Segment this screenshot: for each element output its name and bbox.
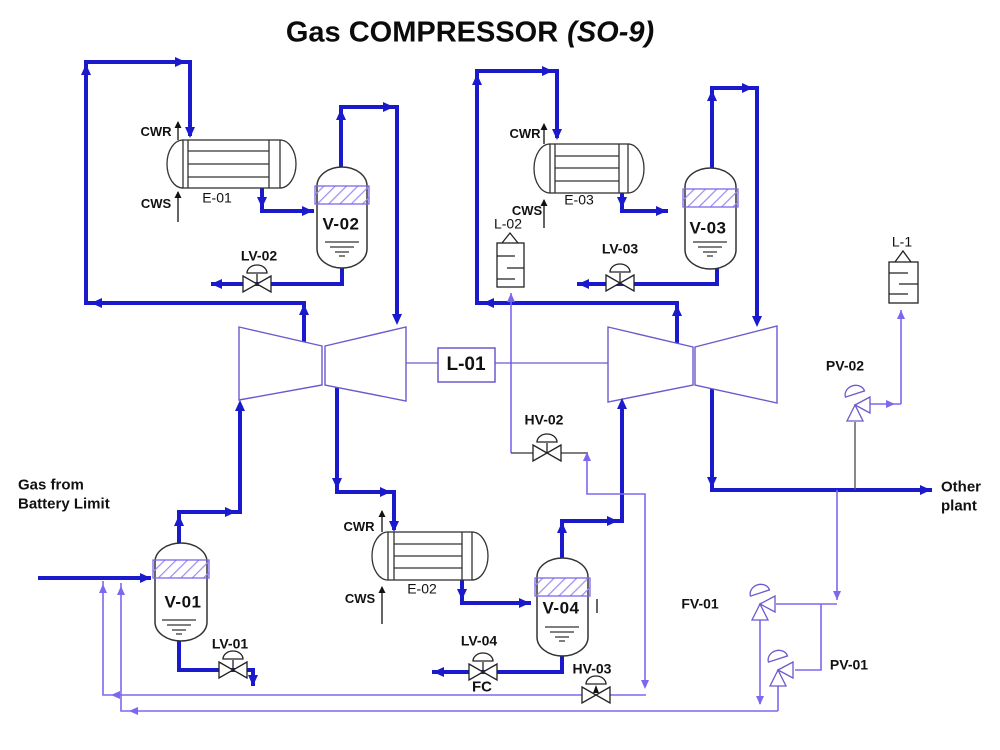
v04-level-mark (545, 626, 579, 642)
vessel-v04 (534, 557, 598, 657)
flow-arrows-primary (81, 57, 931, 686)
vessel-v03-label: V-03 (689, 218, 727, 238)
v02-level-mark (325, 241, 359, 257)
v03-level-mark (693, 241, 727, 257)
product-line (710, 389, 932, 492)
product-tap-line (776, 490, 838, 671)
vessel-v02-label: V-02 (322, 214, 360, 234)
valve-lv03-label: LV-03 (601, 240, 639, 257)
cws-label-e03: CWS (511, 202, 543, 218)
exchanger-e01-label: E-01 (202, 189, 232, 206)
valve-hv02-label: HV-02 (524, 411, 564, 428)
valve-lv01-label: LV-01 (211, 635, 249, 652)
hv03-fail-arrow (593, 685, 599, 693)
gauge-l1-label: L-1 (891, 233, 913, 250)
cwr-label-e02: CWR (343, 518, 375, 534)
hv02-bypass-line (586, 455, 646, 687)
driver-l01-label: L-01 (446, 354, 486, 376)
valve-hv03-label: HV-03 (572, 660, 612, 677)
valve-lv02-label: LV-02 (240, 247, 278, 264)
vessel-v03 (682, 167, 739, 270)
stage2-discharge-line (335, 387, 396, 530)
e01-outlet-line (260, 188, 314, 213)
compressor-1 (238, 326, 407, 402)
v04-overhead-line (560, 404, 624, 558)
valve-pv01-label: PV-01 (829, 656, 869, 673)
v02-demister (314, 185, 370, 205)
exchanger-e03 (533, 143, 645, 194)
valve-pv02-label: PV-02 (825, 357, 865, 374)
valve-pv02 (844, 384, 871, 422)
e02-outlet-line (460, 580, 531, 605)
valve-hv02 (532, 433, 562, 463)
v01-level-mark (162, 619, 196, 635)
valve-lv01 (218, 650, 248, 680)
product-stream-label: Other plant (941, 478, 982, 514)
gauge-l02 (496, 231, 525, 288)
compressor-2 (607, 325, 778, 404)
v02-bottoms-line (211, 267, 344, 286)
valve-lv04-label: LV-04 (460, 632, 498, 649)
driver-l01-box (437, 347, 496, 383)
valve-lv04 (468, 652, 498, 682)
valve-fv01-label: FV-01 (681, 595, 719, 612)
title-suffix: (SO-9) (567, 16, 655, 49)
v03-overhead-line (710, 86, 759, 322)
diagram-title: Gas COMPRESSOR(SO-9) (286, 17, 654, 50)
exchanger-e01 (166, 139, 297, 189)
cws-label-e02: CWS (344, 590, 376, 606)
instrument-lines (511, 422, 856, 490)
pv02-outlet-line (870, 310, 902, 405)
feed-stream-label: Gas from Battery Limit (18, 476, 110, 512)
vessel-v04-label: V-04 (542, 598, 580, 618)
exchanger-e02 (371, 531, 489, 581)
recycle-line-upper (102, 581, 646, 696)
valve-pv01 (767, 649, 794, 687)
fc-controller-label: FC (472, 678, 492, 696)
secondary-lines (102, 293, 902, 712)
recycle-line-lower (120, 583, 778, 712)
cwr-label-e03: CWR (509, 125, 541, 141)
v03-bottoms-line (577, 268, 719, 286)
gauge-l1 (888, 249, 919, 304)
title-main: Gas COMPRESSOR (285, 16, 559, 49)
valve-lv02 (242, 264, 272, 294)
cws-label-e01: CWS (140, 195, 172, 211)
gauge-l02-label: L-02 (493, 215, 523, 232)
v01-demister (152, 559, 210, 579)
valve-lv03 (605, 263, 635, 293)
utility-arrows (174, 121, 548, 593)
valve-hv03 (581, 675, 611, 705)
exchanger-e02-label: E-02 (407, 580, 437, 597)
v01-overhead-line (177, 408, 242, 543)
valve-fv01 (749, 583, 776, 621)
stage1-discharge-line (84, 60, 306, 342)
cwr-label-e01: CWR (140, 123, 172, 139)
vessel-v01-label: V-01 (164, 592, 202, 612)
v04-demister (534, 577, 591, 597)
e03-outlet-line (620, 193, 668, 213)
v03-demister (682, 188, 739, 208)
exchanger-e03-label: E-03 (564, 191, 594, 208)
v02-overhead-line (339, 105, 399, 320)
vessel-v01 (152, 542, 210, 642)
flow-arrows-secondary (99, 293, 905, 715)
vessel-v02 (314, 166, 370, 269)
